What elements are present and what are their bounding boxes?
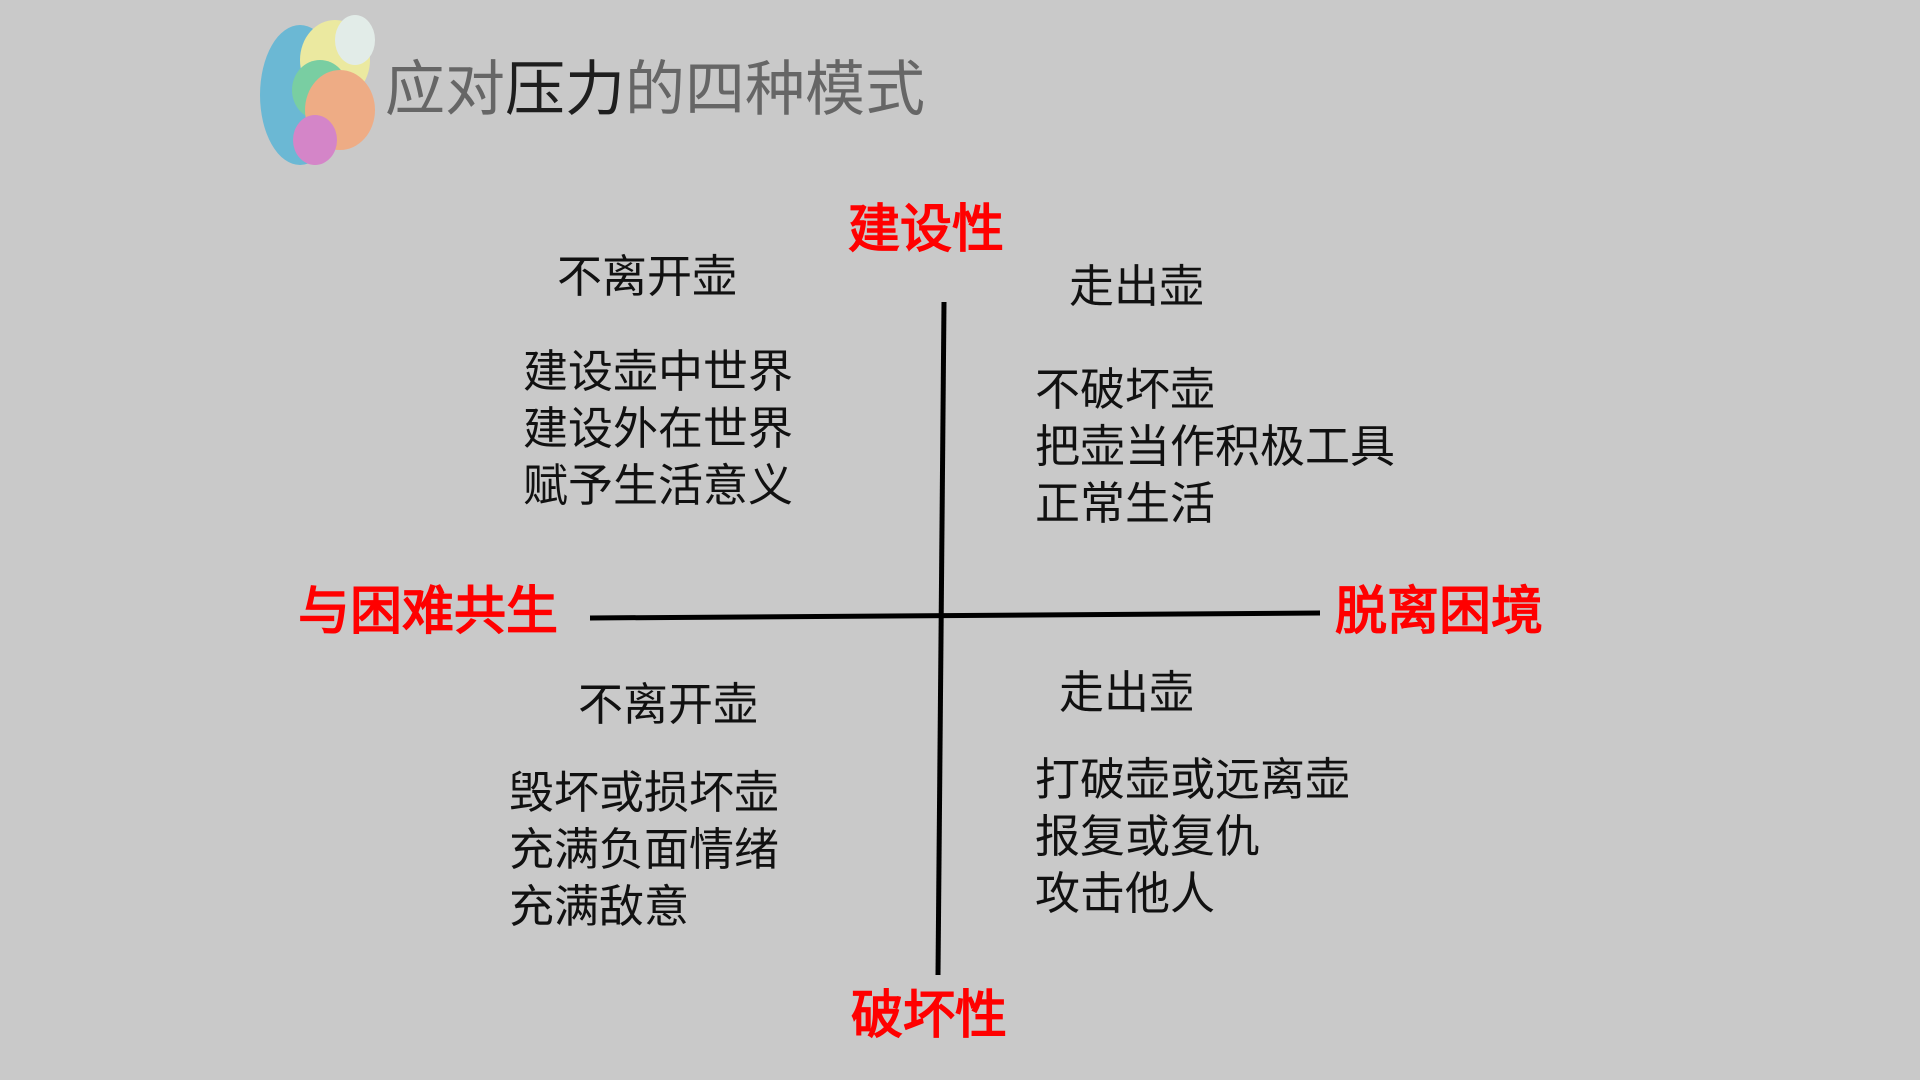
list-item: 正常生活	[1035, 477, 1216, 530]
title-part-2: 压力	[505, 55, 625, 125]
list-item: 攻击他人	[1035, 867, 1216, 920]
quadrant-bottom-left-list: 毁坏或损坏壶 充满负面情绪 充满敌意	[509, 764, 779, 935]
list-item: 赋予生活意义	[523, 459, 794, 512]
quadrant-top-right-list: 不破坏壶 把壶当作积极工具 正常生活	[1035, 361, 1395, 532]
quadrant-top-right-header: 走出壶	[1069, 260, 1205, 313]
quadrant-top-left-header: 不离开壶	[557, 250, 738, 303]
list-item: 不破坏壶	[1035, 363, 1216, 416]
axis-label-top: 建设性	[848, 200, 1005, 260]
watercolor-logo	[260, 15, 375, 165]
quadrant-bottom-right-list: 打破壶或远离壶 报复或复仇 攻击他人	[1035, 751, 1350, 922]
list-item: 报复或复仇	[1035, 810, 1261, 863]
quadrant-bottom-right-header: 走出壶	[1059, 666, 1195, 719]
list-item: 建设外在世界	[523, 402, 794, 455]
quadrant-bottom-left-header: 不离开壶	[578, 678, 759, 731]
vertical-axis	[935, 301, 947, 976]
quadrant-top-left-list: 建设壶中世界 建设外在世界 赋予生活意义	[523, 343, 793, 514]
list-item: 毁坏或损坏壶	[509, 766, 780, 819]
axis-label-right: 脱离困境	[1335, 582, 1544, 642]
list-item: 打破壶或远离壶	[1035, 753, 1351, 806]
list-item: 建设壶中世界	[523, 345, 794, 398]
page-title: 应对压力的四种模式	[385, 55, 925, 125]
title-part-1: 应对	[385, 55, 505, 125]
list-item: 充满敌意	[509, 880, 690, 933]
axis-label-left: 与困难共生	[298, 582, 559, 642]
horizontal-axis	[589, 610, 1321, 621]
title-part-3: 的四种模式	[625, 55, 925, 125]
axis-label-bottom: 破坏性	[851, 986, 1008, 1046]
list-item: 把壶当作积极工具	[1035, 420, 1396, 473]
list-item: 充满负面情绪	[509, 823, 780, 876]
